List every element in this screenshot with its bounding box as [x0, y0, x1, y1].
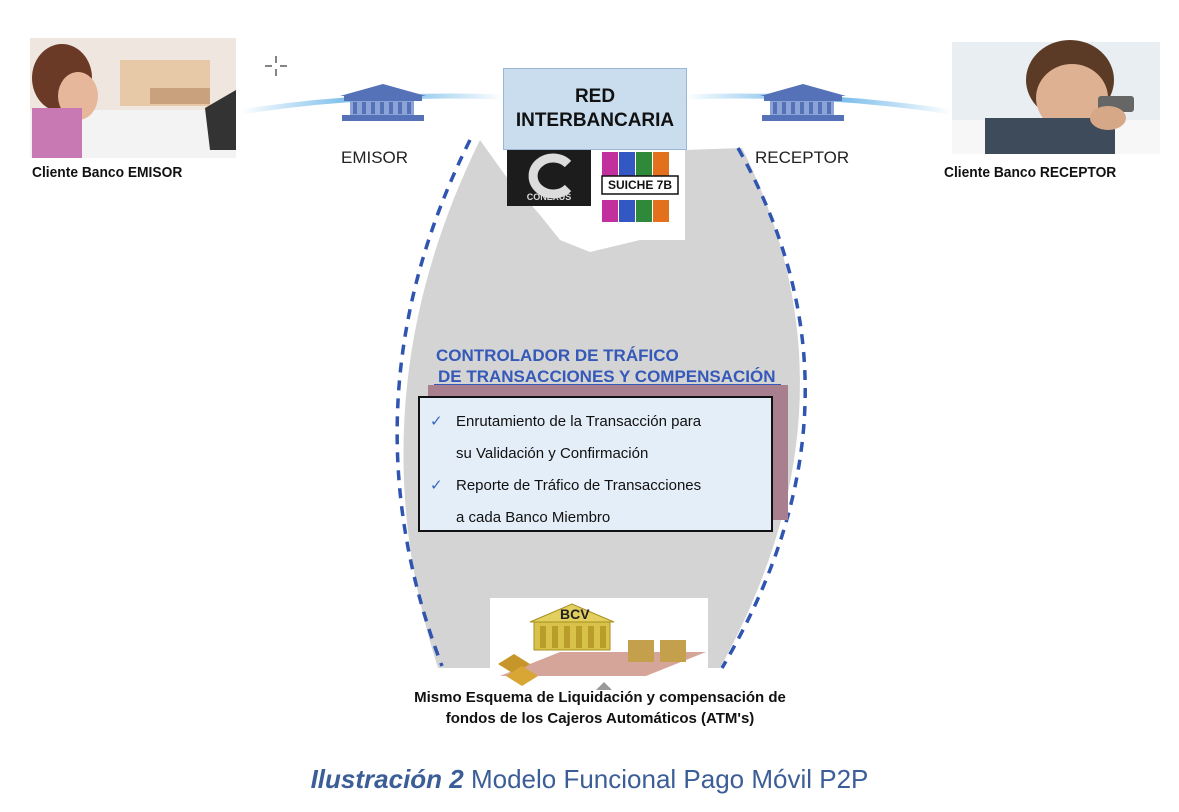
- caption-text: Modelo Funcional Pago Móvil P2P: [463, 764, 869, 794]
- item-2-line2: a cada Banco Miembro: [456, 509, 611, 526]
- bank-emisor-label: EMISOR: [341, 148, 409, 167]
- item-2-line1: Reporte de Tráfico de Transacciones: [456, 477, 702, 494]
- list-item: ✓ Enrutamiento de la Transacción para su …: [430, 406, 702, 470]
- bank-emisor-icon: [340, 84, 426, 121]
- item-1-line2: su Validación y Confirmación: [456, 445, 649, 462]
- settlement-description: Mismo Esquema de Liquidación y compensac…: [340, 687, 860, 729]
- bank-receptor-icon: [760, 84, 846, 121]
- crosshair-icon: [265, 56, 287, 76]
- settlement-line1: Mismo Esquema de Liquidación y compensac…: [414, 689, 786, 706]
- checkmark-icon: ✓: [430, 477, 443, 494]
- caption-prefix: Ilustración 2: [310, 764, 464, 794]
- settlement-line2: fondos de los Cajeros Automáticos (ATM's…: [445, 710, 755, 727]
- bank-receptor-label: RECEPTOR: [755, 148, 850, 167]
- conexus-logo-text: CONEXUS: [526, 192, 572, 202]
- client-receptor-photo: [952, 40, 1160, 154]
- red-interbancaria-title-line1: RED: [574, 86, 616, 107]
- red-interbancaria-title-line2: INTERBANCARIA: [515, 110, 675, 131]
- client-receptor-label: Cliente Banco RECEPTOR: [944, 164, 1117, 181]
- controller-title-line2: DE TRANSACCIONES Y COMPENSACIÓN: [438, 367, 776, 386]
- dashed-border-left: [395, 139, 472, 667]
- dashed-border-right: [720, 147, 807, 669]
- controller-title-line1: CONTROLADOR DE TRÁFICO: [436, 346, 679, 365]
- up-arrow-icon: [596, 682, 612, 690]
- list-item: ✓ Reporte de Tráfico de Transacciones a c…: [430, 470, 702, 534]
- item-1-line1: Enrutamiento de la Transacción para: [456, 413, 702, 430]
- controller-list-box: ✓ Enrutamiento de la Transacción para su …: [418, 396, 773, 532]
- suiche-logo-text: SUICHE 7B: [607, 178, 672, 192]
- figure-caption: Ilustración 2 Modelo Funcional Pago Móvi…: [0, 764, 1179, 795]
- client-emisor-photo: [30, 38, 236, 158]
- bcv-building-image: [490, 598, 708, 686]
- suiche-7b-logo: [598, 150, 682, 236]
- conexus-logo: [507, 150, 591, 206]
- client-emisor-label: Cliente Banco EMISOR: [32, 164, 183, 181]
- red-interbancaria-box: RED INTERBANCARIA: [503, 68, 687, 150]
- bcv-label: BCV: [560, 606, 590, 622]
- checkmark-icon: ✓: [430, 413, 443, 430]
